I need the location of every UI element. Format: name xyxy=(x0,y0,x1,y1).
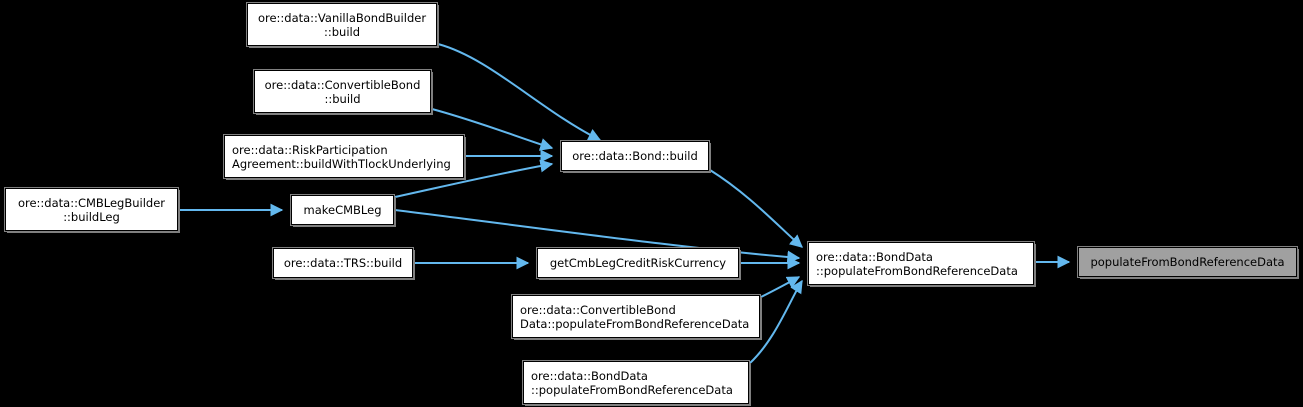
graph-node-convertiblebonddata_populatefrombondreferencedata[interactable]: ore::data::ConvertibleBond Data::populat… xyxy=(511,294,761,339)
graph-node-bonddata_populatefrombondreferencedata[interactable]: ore::data::BondData ::populateFromBondRe… xyxy=(807,241,1035,286)
graph-node-label: ore::data::CMBLegBuilder ::buildLeg xyxy=(17,195,166,224)
graph-node-label: ore::data::BondData ::populateFromBondRe… xyxy=(531,368,733,397)
graph-node-riskparticipationagreement_buildwithtlockunderlying[interactable]: ore::data::RiskParticipation Agreement::… xyxy=(223,134,465,179)
graph-edge-convertiblebond_build-to-bond_build xyxy=(431,108,554,151)
graph-node-trs_build[interactable]: ore::data::TRS::build xyxy=(272,247,414,279)
graph-node-label: getCmbLegCreditRiskCurrency xyxy=(549,256,727,270)
graph-node-label: ore::data::BondData ::populateFromBondRe… xyxy=(816,249,1018,278)
graph-edge-vanillabondbuilder_build-to-bond_build xyxy=(437,43,602,141)
graph-node-label: ore::data::ConvertibleBond ::build xyxy=(264,77,421,106)
graph-node-convertiblebond_build[interactable]: ore::data::ConvertibleBond ::build xyxy=(253,69,432,114)
graph-node-cmblegbuilder_buildleg[interactable]: ore::data::CMBLegBuilder ::buildLeg xyxy=(4,187,179,232)
graph-node-label: makeCMBLeg xyxy=(303,203,382,217)
graph-node-label: ore::data::VanillaBondBuilder ::build xyxy=(257,10,427,39)
graph-node-label: ore::data::TRS::build xyxy=(283,256,403,270)
graph-edge-bond_build-to-bonddata_populatefrombondreferencedata xyxy=(709,169,803,248)
graph-node-label: ore::data::Bond::build xyxy=(572,149,698,163)
graph-node-label: ore::data::ConvertibleBond Data::populat… xyxy=(520,302,750,331)
graph-node-getcmblegcreditriskcurrency[interactable]: getCmbLegCreditRiskCurrency xyxy=(536,247,740,279)
graph-node-bond_build[interactable]: ore::data::Bond::build xyxy=(560,140,710,172)
graph-edge-bonddata_populatefrombondreferencedata_bottom-to-bonddata_populatefrombondreferencedata xyxy=(749,279,803,364)
graph-node-vanillabondbuilder_build[interactable]: ore::data::VanillaBondBuilder ::build xyxy=(246,2,438,47)
graph-node-makecmbleg[interactable]: makeCMBLeg xyxy=(290,194,395,226)
graph-node-bonddata_populatefrombondreferencedata_bottom[interactable]: ore::data::BondData ::populateFromBondRe… xyxy=(522,360,750,405)
graph-edge-makecmbleg-to-bond_build xyxy=(394,159,554,198)
graph-node-populatefrombondreferencedata[interactable]: populateFromBondReferenceData xyxy=(1077,246,1298,278)
graph-node-label: ore::data::RiskParticipation Agreement::… xyxy=(232,142,451,171)
graph-edge-makecmbleg-to-bonddata_populatefrombondreferencedata xyxy=(394,209,801,264)
graph-edge-convertiblebonddata_populatefrombondreferencedata-to-bonddata_populatefrombondreferencedata xyxy=(760,276,801,298)
graph-node-label: populateFromBondReferenceData xyxy=(1090,255,1285,269)
